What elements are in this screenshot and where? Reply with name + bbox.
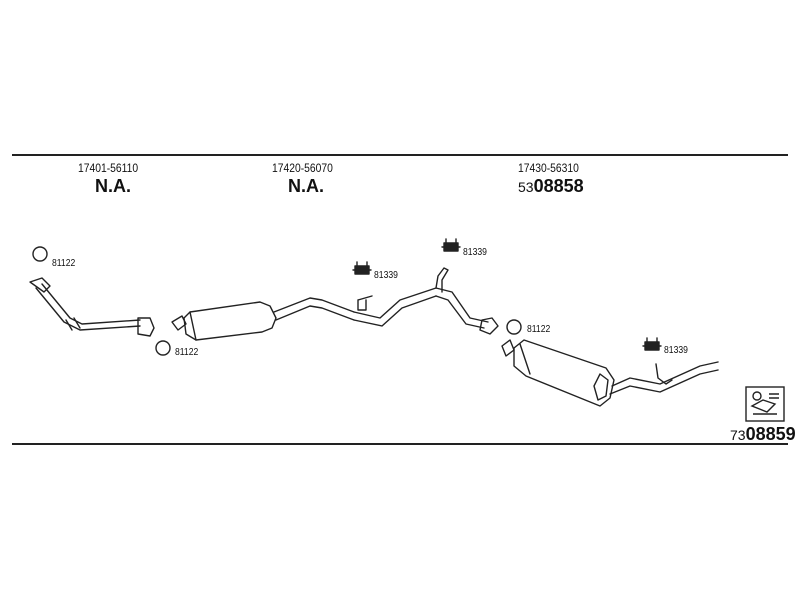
hanger-icon — [642, 337, 662, 351]
gasket-ring-icon — [32, 246, 48, 262]
top-rule — [12, 154, 788, 156]
code-rear-muffler-prefix: 53 — [518, 179, 534, 195]
status-front-pipe: N.A. — [95, 176, 131, 196]
code-footer-main: 08859 — [745, 424, 796, 444]
parts-box-icon — [745, 386, 785, 422]
code-rear-muffler-main: 08858 — [533, 176, 584, 196]
callout-gasket-3: 81122 — [527, 324, 551, 335]
rear-muffler — [501, 339, 719, 407]
callout-gasket-1: 81122 — [52, 258, 76, 269]
status-center-muffler: N.A. — [288, 176, 324, 196]
part-number-front-pipe: 17401-56110 — [78, 161, 139, 175]
gasket-ring-icon — [155, 340, 171, 356]
code-footer-prefix: 73 — [730, 427, 746, 443]
hanger-icon — [441, 238, 461, 252]
callout-hanger-1: 81339 — [374, 270, 398, 281]
front-pipe — [29, 277, 155, 337]
part-number-center-muffler: 17420-56070 — [272, 161, 333, 175]
hanger-icon — [352, 261, 372, 275]
code-footer: 7308859 — [730, 424, 796, 445]
gasket-ring-icon — [506, 319, 522, 335]
callout-gasket-2: 81122 — [175, 347, 199, 358]
bottom-rule — [12, 443, 788, 445]
code-rear-muffler: 5308858 — [518, 176, 584, 197]
callout-hanger-2: 81339 — [463, 247, 487, 258]
center-muffler — [171, 267, 499, 341]
part-number-rear-muffler: 17430-56310 — [518, 161, 579, 175]
callout-hanger-3: 81339 — [664, 345, 688, 356]
